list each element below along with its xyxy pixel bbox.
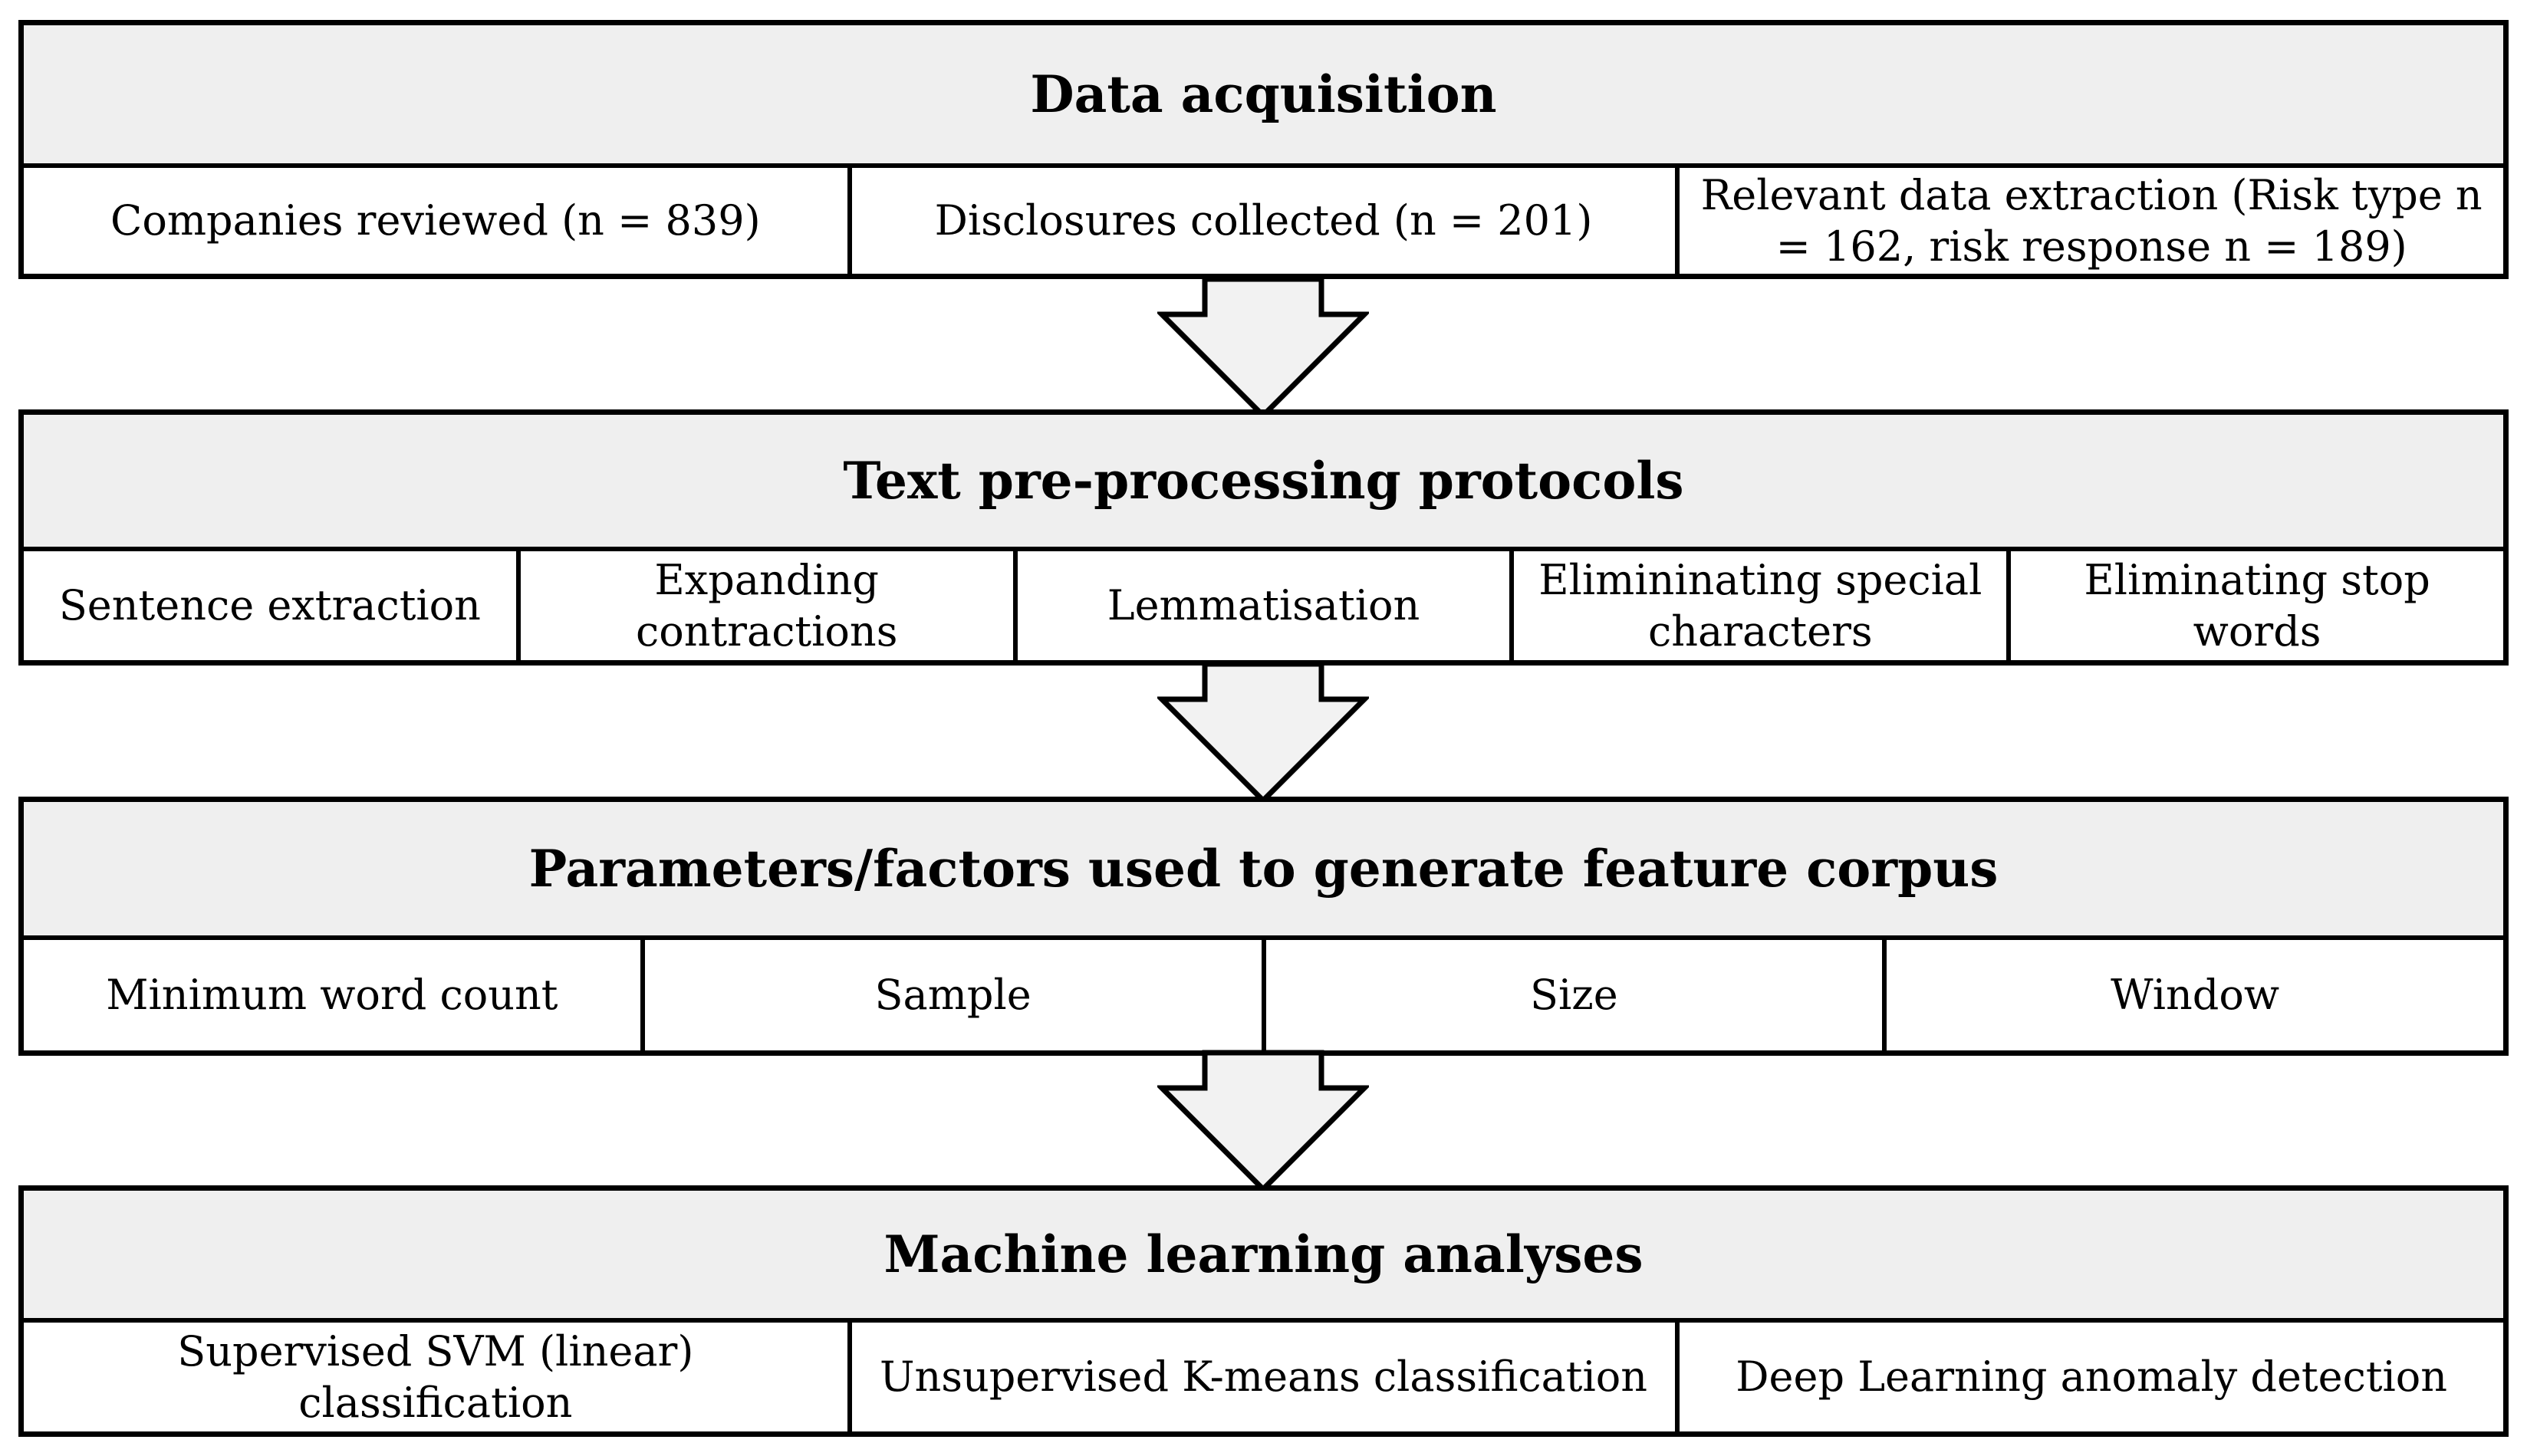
down-arrow-icon bbox=[1157, 661, 1369, 804]
down-arrow-icon bbox=[1157, 276, 1369, 419]
stage-machine-learning-analyses: Machine learning analyses Supervised SVM… bbox=[18, 1185, 2509, 1437]
item-lemmatisation: Lemmatisation bbox=[1012, 551, 1510, 660]
item-expanding-contractions: Expanding contractions bbox=[515, 551, 1013, 660]
item-size: Size bbox=[1261, 940, 1883, 1050]
item-window: Window bbox=[1882, 940, 2503, 1050]
item-minimum-word-count: Minimum word count bbox=[24, 940, 640, 1050]
item-sentence-extraction: Sentence extraction bbox=[24, 551, 516, 660]
item-companies-reviewed: Companies reviewed (n = 839) bbox=[24, 168, 847, 274]
item-sample: Sample bbox=[640, 940, 1262, 1050]
item-deep-learning-anomaly: Deep Learning anomaly detection bbox=[1675, 1323, 2504, 1431]
item-disclosures-collected: Disclosures collected (n = 201) bbox=[847, 168, 1676, 274]
down-arrow-icon bbox=[1157, 1050, 1369, 1193]
item-eliminating-special-characters: Elimininating special characters bbox=[1509, 551, 2007, 660]
item-supervised-svm: Supervised SVM (linear) classification bbox=[24, 1323, 847, 1431]
stage-feature-corpus-parameters: Parameters/factors used to generate feat… bbox=[18, 797, 2509, 1056]
stage-data-acquisition: Data acquisition Companies reviewed (n =… bbox=[18, 20, 2509, 279]
item-unsupervised-kmeans: Unsupervised K-means classification bbox=[847, 1323, 1676, 1431]
stage-text-preprocessing: Text pre-processing protocols Sentence e… bbox=[18, 409, 2509, 666]
item-eliminating-stop-words: Eliminating stop words bbox=[2006, 551, 2503, 660]
stage-title: Parameters/factors used to generate feat… bbox=[24, 802, 2503, 940]
stage-title: Machine learning analyses bbox=[24, 1191, 2503, 1323]
item-relevant-data-extraction: Relevant data extraction (Risk type n = … bbox=[1675, 168, 2504, 274]
stage-title: Text pre-processing protocols bbox=[24, 415, 2503, 551]
stage-title: Data acquisition bbox=[24, 25, 2503, 168]
